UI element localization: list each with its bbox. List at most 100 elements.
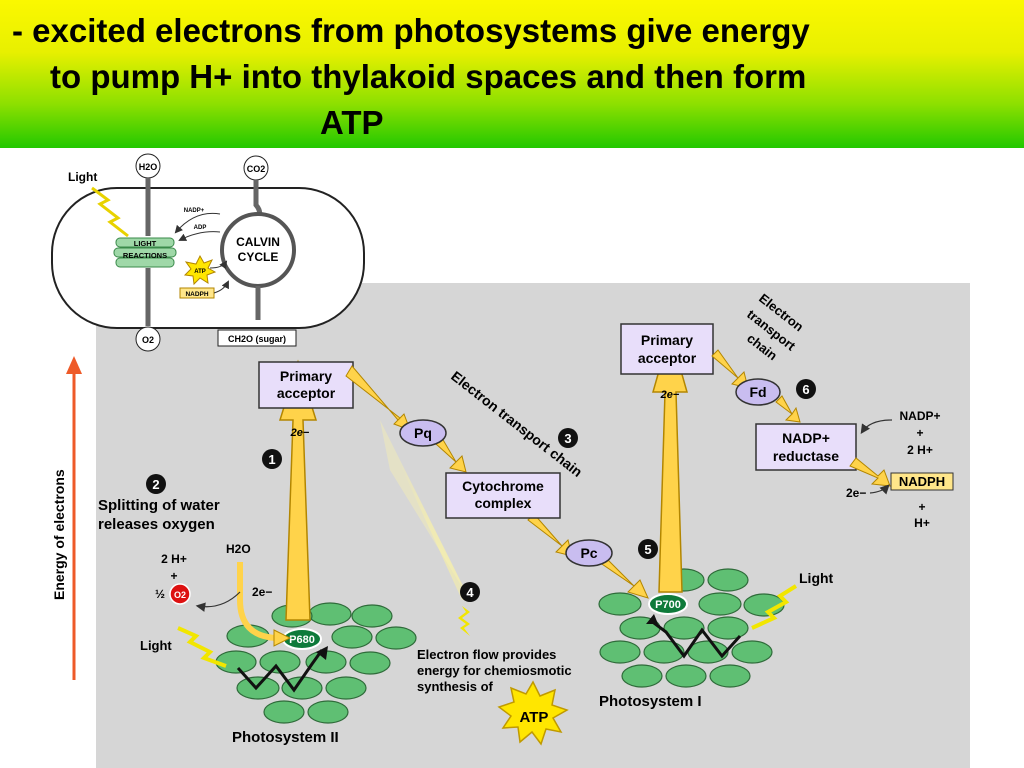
chloroplast-inset: LIGHT REACTIONS Light H2O O2 CO2 CALVIN … [51, 153, 365, 352]
inset-adp: ADP [194, 225, 207, 231]
p680-label: P680 [289, 634, 315, 646]
water-plus-label: + [170, 569, 177, 583]
photosystem-ii: P680 Photosystem II Light [140, 602, 417, 746]
ps1-light-label: Light [799, 570, 834, 586]
nadp-label: NADP+ [899, 409, 940, 423]
nadp-2h-label: 2 H+ [907, 443, 933, 457]
cytochrome-complex: Cytochrome complex [445, 472, 561, 519]
step-5-marker [638, 539, 658, 559]
fd-label: Fd [749, 384, 766, 400]
atp-burst-label: ATP [520, 709, 549, 726]
calvin-cycle-2: CYCLE [238, 250, 279, 264]
step-6-marker [796, 379, 816, 399]
ps1-excitation-zigzag [649, 618, 742, 659]
cytochrome-text-2: complex [475, 495, 532, 511]
etc2-electrons-label: 2e− [846, 486, 866, 500]
electron-flow-text-2: energy for chemiosmotic [417, 663, 572, 678]
water-step-text-1: Splitting of water [98, 497, 220, 514]
etc1-arrow-3 [527, 513, 573, 557]
ps2-acceptor-text-1: Primary [280, 368, 332, 384]
nadph-box [890, 472, 954, 491]
atp-burst-icon [497, 680, 569, 746]
ps2-light-zigzag-icon [177, 626, 227, 668]
inset-atp-burst-icon [183, 254, 217, 286]
ps1-electron-label: 2e− [660, 389, 680, 401]
etc1-arrow-1 [345, 365, 411, 431]
step-markers: 1 2 3 4 5 6 [146, 379, 816, 602]
electron-flow-glow [380, 420, 470, 600]
ps1-acceptor-text-1: Primary [641, 332, 693, 348]
calvin-cycle-1: CALVIN [236, 235, 280, 249]
etc1-label: Electron transport chain [448, 368, 585, 480]
step-1-label: 1 [268, 452, 275, 467]
nadp-in-arrow [860, 419, 893, 434]
etc2-arrow-1 [711, 349, 749, 389]
etc2-arrow-2 [775, 395, 801, 423]
ps2-acceptor-text-2: acceptor [277, 385, 336, 401]
water-half-label: ½ [155, 587, 165, 601]
nadph-plus-label: + [918, 500, 925, 514]
electron-flow-bolt-icon [458, 606, 470, 636]
o2-red-circle [169, 583, 191, 605]
inset-h2o: H2O [139, 162, 158, 172]
inset-light-reactions-1: LIGHT [134, 239, 157, 248]
step-4-label: 4 [466, 585, 474, 600]
ps1-acceptor-text-2: acceptor [638, 350, 697, 366]
inset-sugar-box [217, 329, 297, 347]
p700-reaction-center [648, 593, 688, 615]
inset-nadph: NADPH [185, 291, 208, 298]
water-h2o-label: H2O [226, 542, 251, 556]
water-electrons-label: 2e− [252, 585, 272, 599]
water-2h-label: 2 H+ [161, 552, 187, 566]
ps1-primary-acceptor: Primary acceptor [620, 323, 714, 375]
energy-axis-label: Energy of electrons [51, 469, 67, 600]
pq-label: Pq [414, 425, 432, 441]
ps2-light-label: Light [140, 638, 172, 653]
reductase-text-2: reductase [773, 448, 839, 464]
title-banner: - excited electrons from photosystems gi… [0, 0, 1024, 148]
p700-label: P700 [655, 599, 681, 611]
step-4-marker [460, 582, 480, 602]
ps1-label: Photosystem I [599, 693, 702, 710]
etc1-arrow-2 [435, 437, 467, 473]
water-o2-label: O2 [174, 590, 186, 600]
pc-label: Pc [580, 545, 597, 561]
nadph-label: NADPH [899, 474, 945, 489]
water-electron-path [237, 562, 277, 641]
water-step-text-2: releases oxygen [98, 516, 215, 533]
chloroplast-outline [51, 187, 365, 329]
inset-o2: O2 [142, 335, 154, 345]
step-5-label: 5 [644, 542, 651, 557]
pc-carrier [565, 539, 613, 567]
pq-carrier [399, 419, 447, 447]
banner-line-3: ATP [320, 104, 384, 141]
ps2-label: Photosystem II [232, 729, 339, 746]
step-6-label: 6 [802, 382, 809, 397]
inset-o2-circle [135, 326, 161, 352]
ps2-excitation-zigzag [236, 649, 324, 693]
ps2-primary-acceptor: Primary acceptor [258, 361, 354, 409]
step-1-marker [262, 449, 282, 469]
inset-sugar: CH2O (sugar) [228, 334, 286, 344]
nadph-h-label: H+ [914, 516, 930, 530]
inset-nadp: NADP+ [184, 208, 205, 214]
electron-flow-text-3: synthesis of [417, 679, 494, 694]
thylakoid-stack-icon [113, 237, 177, 268]
nadp-reductase: NADP+ reductase [755, 423, 857, 471]
ps2-electron-label: 2e− [290, 427, 310, 439]
cytochrome-text-1: Cytochrome [462, 478, 544, 494]
inset-light-zigzag-icon [91, 186, 129, 238]
electron-flow-text-1: Electron flow provides [417, 647, 556, 662]
inset-light-label: Light [68, 170, 97, 184]
inset-atp: ATP [194, 269, 206, 275]
fd-carrier [735, 378, 781, 406]
inset-co2: CO2 [247, 164, 266, 174]
banner-line-1: - excited electrons from photosystems gi… [12, 12, 810, 49]
nadp-plus-label: + [916, 426, 923, 440]
inset-light-reactions-2: REACTIONS [123, 251, 167, 260]
step-2-marker [146, 474, 166, 494]
step-2-label: 2 [152, 477, 159, 492]
energy-axis-arrowhead-icon [66, 356, 82, 374]
banner-line-2: to pump H+ into thylakoid spaces and the… [50, 58, 807, 95]
